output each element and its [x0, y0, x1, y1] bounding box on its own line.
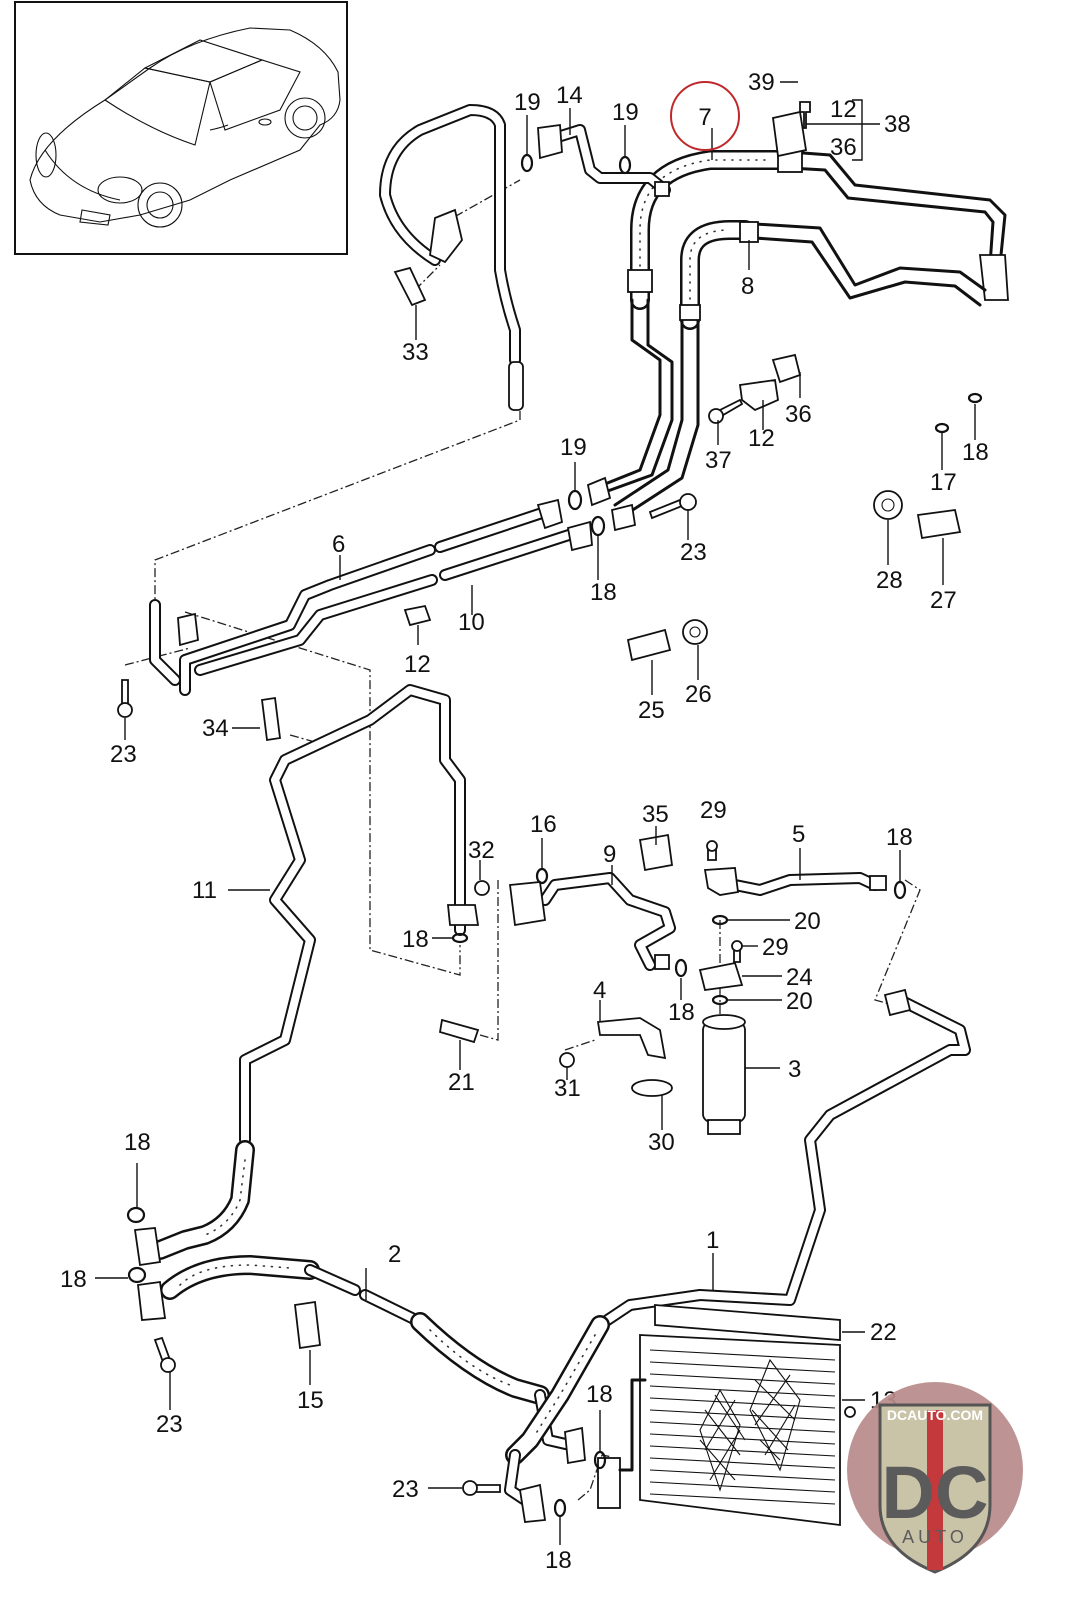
- label-20-top[interactable]: 20: [794, 908, 821, 935]
- pipe-upper-loop: [379, 104, 524, 411]
- label-23-bottom[interactable]: 23: [392, 1476, 419, 1503]
- label-12-left[interactable]: 12: [404, 651, 431, 678]
- label-33[interactable]: 33: [402, 339, 429, 366]
- label-14[interactable]: 14: [556, 82, 583, 109]
- dcauto-watermark-logo: DCAUTO.COM DC AUTO: [847, 1382, 1023, 1574]
- car-thumbnail: [14, 1, 348, 255]
- condenser-13: [597, 1304, 856, 1527]
- label-18-mid[interactable]: 18: [590, 579, 617, 606]
- label-7[interactable]: 7: [698, 104, 711, 131]
- label-11[interactable]: 11: [192, 877, 217, 904]
- label-5[interactable]: 5: [792, 821, 805, 848]
- label-36-bracket[interactable]: 36: [830, 134, 857, 161]
- hose-7: [588, 147, 1009, 494]
- hose-8: [613, 220, 987, 517]
- label-28[interactable]: 28: [876, 567, 903, 594]
- label-27[interactable]: 27: [930, 587, 957, 614]
- label-19-mid[interactable]: 19: [560, 434, 587, 461]
- label-6[interactable]: 6: [332, 531, 345, 558]
- label-2[interactable]: 2: [388, 1241, 401, 1268]
- hose-2: [137, 1255, 586, 1465]
- label-21[interactable]: 21: [448, 1069, 475, 1096]
- pipe-6: [149, 506, 551, 696]
- label-18-pipe-5[interactable]: 18: [886, 824, 913, 851]
- label-35[interactable]: 35: [642, 801, 669, 828]
- label-23-mid[interactable]: 23: [680, 539, 707, 566]
- label-18-condenser-bottom[interactable]: 18: [545, 1547, 572, 1574]
- label-10[interactable]: 10: [458, 609, 485, 636]
- pipe-10: [177, 476, 637, 676]
- label-18-lower-left[interactable]: 18: [60, 1266, 87, 1293]
- label-4[interactable]: 4: [593, 977, 606, 1004]
- label-24[interactable]: 24: [786, 964, 813, 991]
- label-26[interactable]: 26: [685, 681, 712, 708]
- small-parts: [117, 101, 983, 1518]
- label-30[interactable]: 30: [648, 1129, 675, 1156]
- label-37[interactable]: 37: [705, 447, 732, 474]
- label-31[interactable]: 31: [554, 1075, 581, 1102]
- label-39[interactable]: 39: [748, 69, 775, 96]
- label-18-pipe-11[interactable]: 18: [402, 926, 429, 953]
- pipe-9: [508, 872, 676, 971]
- drier-3: [702, 1014, 746, 1135]
- label-38[interactable]: 38: [884, 111, 911, 138]
- label-32[interactable]: 32: [468, 837, 495, 864]
- label-19-top-left[interactable]: 19: [514, 89, 541, 116]
- hose-lower-left: [133, 1140, 255, 1267]
- label-18-right-top[interactable]: 18: [962, 439, 989, 466]
- pipe-14: [537, 123, 671, 197]
- highlight-circle: [670, 81, 740, 151]
- watermark-sub: AUTO: [902, 1527, 968, 1547]
- pipe-5: [703, 867, 887, 896]
- pipe-11: [239, 684, 480, 1146]
- label-16[interactable]: 16: [530, 811, 557, 838]
- label-29-top[interactable]: 29: [700, 797, 727, 824]
- label-18-lower-left-top[interactable]: 18: [124, 1129, 151, 1156]
- label-19-top-right[interactable]: 19: [612, 99, 639, 126]
- label-3[interactable]: 3: [788, 1056, 801, 1083]
- label-25[interactable]: 25: [638, 697, 665, 724]
- label-1[interactable]: 1: [706, 1227, 719, 1254]
- label-12-clamp[interactable]: 12: [748, 425, 775, 452]
- label-18-pipe-9[interactable]: 18: [668, 999, 695, 1026]
- label-36[interactable]: 36: [785, 401, 812, 428]
- label-22[interactable]: 22: [870, 1319, 897, 1346]
- label-9[interactable]: 9: [603, 841, 616, 868]
- watermark-mark: DC: [882, 1451, 989, 1534]
- callout-labels: 7 39 12 36 38 19 14 19 8 33 36 12 37 18 …: [60, 69, 989, 1574]
- watermark-site: DCAUTO.COM: [887, 1407, 983, 1423]
- label-8[interactable]: 8: [741, 273, 754, 300]
- label-29-mid[interactable]: 29: [762, 934, 789, 961]
- label-20-bottom[interactable]: 20: [786, 988, 813, 1015]
- label-15[interactable]: 15: [297, 1387, 324, 1414]
- leader-lines: [95, 81, 976, 1545]
- pipe-1: [504, 988, 971, 1523]
- label-12-bracket[interactable]: 12: [830, 96, 857, 123]
- label-34[interactable]: 34: [202, 715, 229, 742]
- label-17[interactable]: 17: [930, 469, 957, 496]
- label-18-condenser-top[interactable]: 18: [586, 1381, 613, 1408]
- label-23-left[interactable]: 23: [110, 741, 137, 768]
- label-23-lower-left[interactable]: 23: [156, 1411, 183, 1438]
